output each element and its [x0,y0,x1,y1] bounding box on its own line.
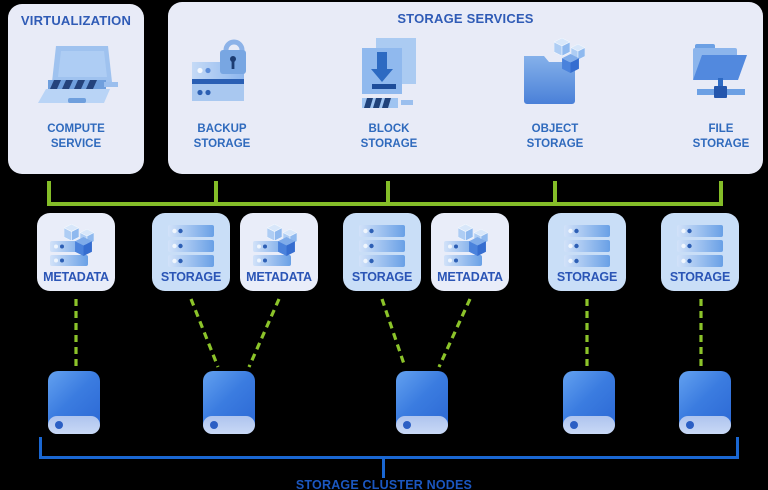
storage-server-icon [564,225,610,269]
node-label: STORAGE [669,270,731,284]
link-storage1-disk2 [189,298,220,368]
storage-services-panel: STORAGE SERVICES BACKUP STORAGE BLOCK ST… [168,2,763,174]
cluster-node-metadata-3: METADATA [431,213,509,291]
bus-tick-virtualization [47,181,51,205]
object-storage-label-line1: OBJECT [531,123,579,135]
virtualization-panel: VIRTUALIZATION COMPUTE SERVICE [8,4,144,174]
link-storage2-disk3 [380,298,407,368]
cluster-node-storage-3: STORAGE [548,213,626,291]
disk-dot [570,421,578,429]
backup-storage-label-line2: STORAGE [193,137,251,150]
service-bus-line [47,202,723,206]
file-storage-item: FILE STORAGE [671,36,768,166]
file-storage-label: FILE STORAGE [661,122,768,151]
block-storage-item: BLOCK STORAGE [339,36,439,166]
link-metadata2-disk2 [247,298,281,368]
block-storage-label-line1: BLOCK [368,123,410,135]
disk-icon-3 [396,371,448,434]
cluster-node-metadata-2: METADATA [240,213,318,291]
bus-tick-file [719,181,723,205]
cluster-node-storage-2: STORAGE [343,213,421,291]
compute-service-label-line1: COMPUTE [47,123,105,135]
storage-server-icon [359,225,405,269]
compute-service-label: COMPUTE SERVICE [8,122,144,151]
disk-strip [203,416,255,434]
bus-tick-backup [214,181,218,205]
block-storage-label: BLOCK STORAGE [329,122,449,151]
cluster-bracket-tick [382,459,385,478]
file-storage-label-line2: STORAGE [692,137,750,150]
compute-service-label-line2: SERVICE [50,137,102,150]
file-storage-label-line1: FILE [708,123,734,135]
disk-dot [686,421,694,429]
disk-dot [210,421,218,429]
node-label: STORAGE [351,270,413,284]
bus-tick-object [553,181,557,205]
storage-server-icon [677,225,723,269]
cluster-bracket-line [39,456,739,459]
cluster-nodes-label: STORAGE CLUSTER NODES [295,478,473,490]
disk-icon-4 [563,371,615,434]
disk-strip [563,416,615,434]
disk-icon-1 [48,371,100,434]
block-storage-icon [360,38,418,110]
disk-icon-5 [679,371,731,434]
disk-strip [48,416,100,434]
disk-icon-2 [203,371,255,434]
object-storage-icon [524,38,586,108]
cluster-bracket-right [736,437,739,459]
disk-strip [396,416,448,434]
backup-storage-item: BACKUP STORAGE [172,36,272,166]
backup-storage-label: BACKUP STORAGE [162,122,282,151]
virtualization-panel-title: VIRTUALIZATION [20,13,132,28]
laptop-icon [34,44,118,106]
link-metadata3-disk3 [437,298,472,368]
node-label: METADATA [43,270,109,284]
cluster-node-metadata-1: METADATA [37,213,115,291]
cluster-node-storage-1: STORAGE [152,213,230,291]
metadata-server-icon [253,224,305,270]
bus-tick-block [386,181,390,205]
object-storage-label-line2: STORAGE [526,137,584,150]
node-label: METADATA [246,270,312,284]
metadata-server-icon [444,224,496,270]
cluster-node-storage-4: STORAGE [661,213,739,291]
backup-storage-icon [192,38,252,104]
block-storage-label-line2: STORAGE [360,137,418,150]
node-label: STORAGE [556,270,618,284]
disk-strip [679,416,731,434]
disk-dot [55,421,63,429]
object-storage-label: OBJECT STORAGE [495,122,615,151]
storage-services-panel-title: STORAGE SERVICES [397,11,534,26]
disk-dot [403,421,411,429]
cluster-bracket-left [39,437,42,459]
node-label: STORAGE [160,270,222,284]
backup-storage-label-line1: BACKUP [197,123,247,135]
node-label: METADATA [437,270,503,284]
metadata-server-icon [50,224,102,270]
storage-server-icon [168,225,214,269]
object-storage-item: OBJECT STORAGE [505,36,605,166]
file-storage-icon [689,38,753,108]
